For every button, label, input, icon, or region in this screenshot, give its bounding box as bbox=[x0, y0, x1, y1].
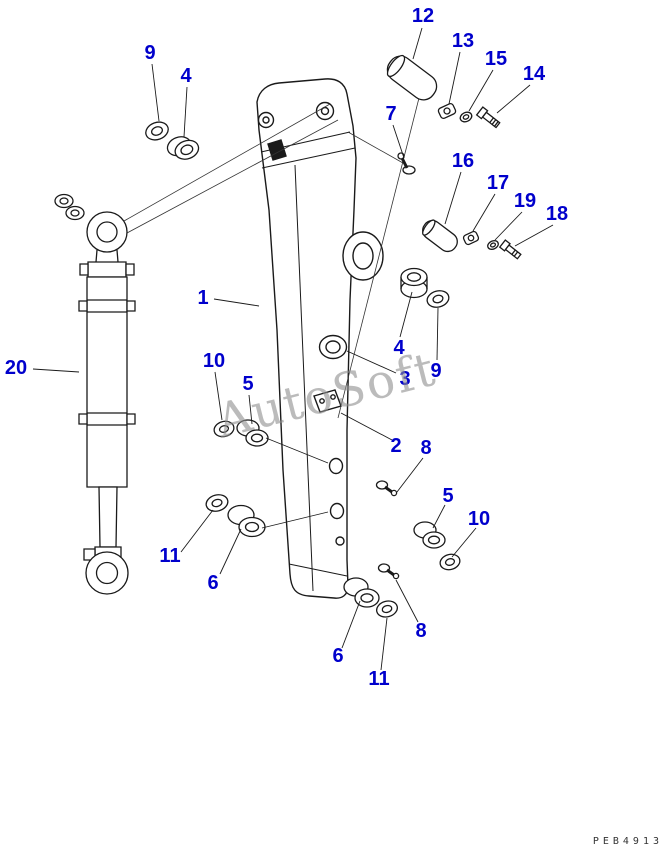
part-callout-13: 13 bbox=[451, 30, 475, 52]
part-callout-4: 4 bbox=[180, 65, 192, 87]
part-callout-3: 3 bbox=[399, 368, 411, 390]
part-callout-19: 19 bbox=[513, 190, 537, 212]
part-callout-12: 12 bbox=[411, 5, 435, 27]
small-parts bbox=[145, 54, 522, 618]
grease-fitting-8-upper bbox=[375, 480, 398, 497]
part-callout-5: 5 bbox=[442, 485, 454, 507]
part-callout-9: 9 bbox=[430, 360, 442, 382]
part-callout-15: 15 bbox=[484, 48, 508, 70]
part-callout-18: 18 bbox=[545, 203, 569, 225]
leader-lines bbox=[32, 27, 554, 671]
part-callout-6: 6 bbox=[332, 645, 344, 667]
clip-13 bbox=[437, 102, 457, 120]
clip-17 bbox=[462, 230, 480, 246]
washer-9-middle bbox=[426, 290, 450, 308]
part-callout-10: 10 bbox=[202, 350, 226, 372]
part-callout-20: 20 bbox=[4, 357, 28, 379]
part-callout-17: 17 bbox=[486, 172, 510, 194]
pin-12 bbox=[386, 54, 438, 101]
bushing-5-left bbox=[236, 419, 269, 447]
washer-10-right bbox=[439, 553, 461, 571]
grease-fitting-8-lower bbox=[377, 563, 400, 580]
part-callout-2: 2 bbox=[390, 435, 402, 457]
part-callout-8: 8 bbox=[415, 620, 427, 642]
washer-10-left bbox=[213, 420, 235, 438]
bolt-14 bbox=[475, 106, 501, 129]
part-callout-11: 11 bbox=[159, 545, 181, 567]
part-callout-14: 14 bbox=[522, 63, 546, 85]
washer-11-bottom bbox=[376, 600, 398, 618]
part-callout-8: 8 bbox=[420, 437, 432, 459]
washer-11-left bbox=[205, 494, 229, 512]
washer-15 bbox=[459, 111, 473, 123]
washer-19 bbox=[487, 240, 499, 250]
bushing-6-bottom bbox=[343, 577, 380, 608]
construction-lines bbox=[123, 93, 421, 419]
nut-9-top bbox=[145, 121, 169, 141]
part-callout-6: 6 bbox=[207, 572, 219, 594]
part-callout-4: 4 bbox=[393, 337, 405, 359]
drawing-code: PEB4913 bbox=[592, 836, 663, 847]
bushing-6-left bbox=[227, 504, 266, 538]
bolt-18 bbox=[498, 239, 522, 260]
bushing-5-right bbox=[413, 521, 446, 549]
part-callout-7: 7 bbox=[385, 103, 397, 125]
pin-16 bbox=[422, 219, 458, 253]
part-callout-11: 11 bbox=[368, 668, 390, 690]
part-callout-10: 10 bbox=[467, 508, 491, 530]
bushing-4-middle bbox=[400, 267, 428, 299]
part-callout-9: 9 bbox=[144, 42, 156, 64]
part-callout-1: 1 bbox=[197, 287, 209, 309]
part-callout-16: 16 bbox=[451, 150, 475, 172]
arm-assembly bbox=[256, 78, 384, 599]
part-callout-5: 5 bbox=[242, 373, 254, 395]
hydraulic-cylinder bbox=[54, 193, 136, 595]
bushing-4-top bbox=[166, 136, 200, 160]
